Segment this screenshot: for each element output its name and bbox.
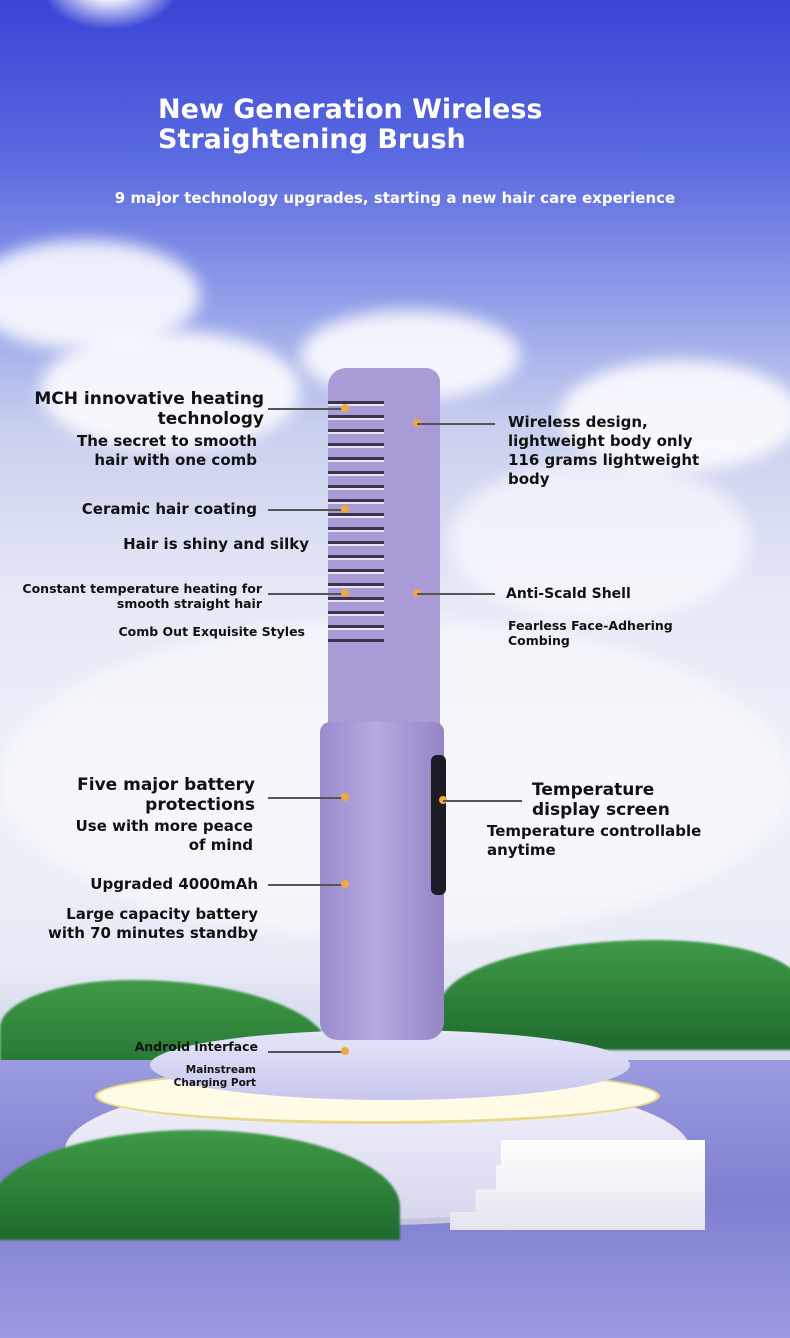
feature-display-sub: Temperature controllable anytime	[487, 822, 702, 859]
title-line: Straightening Brush	[158, 124, 466, 155]
feature-battery-title: Five major battery protections	[77, 775, 255, 815]
brush-teeth	[328, 392, 384, 642]
callout-line	[268, 797, 345, 799]
cloud	[40, 330, 300, 450]
feature-android-sub: Mainstream Charging Port	[173, 1064, 256, 1089]
feature-mch-sub: The secret to smooth hair with one comb	[77, 432, 257, 469]
feature-constant-title: Constant temperature heating for smooth …	[22, 581, 262, 611]
callout-line	[268, 884, 345, 886]
callout-dot	[341, 1047, 349, 1055]
feature-ceramic-title: Ceramic hair coating	[81, 500, 257, 518]
sun	[40, 0, 180, 30]
feature-wireless-title: Wireless design, lightweight body only 1…	[508, 413, 700, 488]
page-subtitle: 9 major technology upgrades, starting a …	[114, 189, 676, 207]
callout-dot	[341, 793, 349, 801]
title-line: New Generation Wireless	[158, 94, 543, 125]
callout-line	[268, 593, 345, 595]
feature-mch-title: MCH innovative heating technology	[34, 389, 264, 429]
feature-constant-sub: Comb Out Exquisite Styles	[118, 624, 305, 639]
callout-line	[268, 1051, 345, 1053]
feature-display-title: Temperature display screen	[532, 780, 670, 820]
callout-line	[417, 593, 495, 595]
callout-dot	[341, 880, 349, 888]
callout-line	[268, 408, 345, 410]
feature-android-title: Android interface	[134, 1039, 258, 1054]
podium-top	[150, 1030, 630, 1100]
feature-shell-title: Anti-Scald Shell	[506, 586, 631, 602]
callout-dot	[341, 505, 349, 513]
callout-line	[417, 423, 495, 425]
feature-ceramic-sub: Hair is shiny and silky	[123, 535, 309, 553]
feature-shell-sub: Fearless Face-Adhering Combing	[508, 618, 673, 648]
cloud	[450, 460, 750, 620]
callout-dot	[341, 589, 349, 597]
cloud	[560, 360, 790, 470]
temperature-display	[431, 755, 446, 895]
feature-capacity-title: Upgraded 4000mAh	[90, 875, 258, 893]
callout-line	[268, 509, 345, 511]
feature-capacity-sub: Large capacity battery with 70 minutes s…	[48, 905, 258, 942]
feature-battery-sub: Use with more peace of mind	[75, 817, 253, 854]
callout-line	[443, 800, 522, 802]
callout-dot	[341, 404, 349, 412]
brush-handle	[320, 722, 444, 1040]
